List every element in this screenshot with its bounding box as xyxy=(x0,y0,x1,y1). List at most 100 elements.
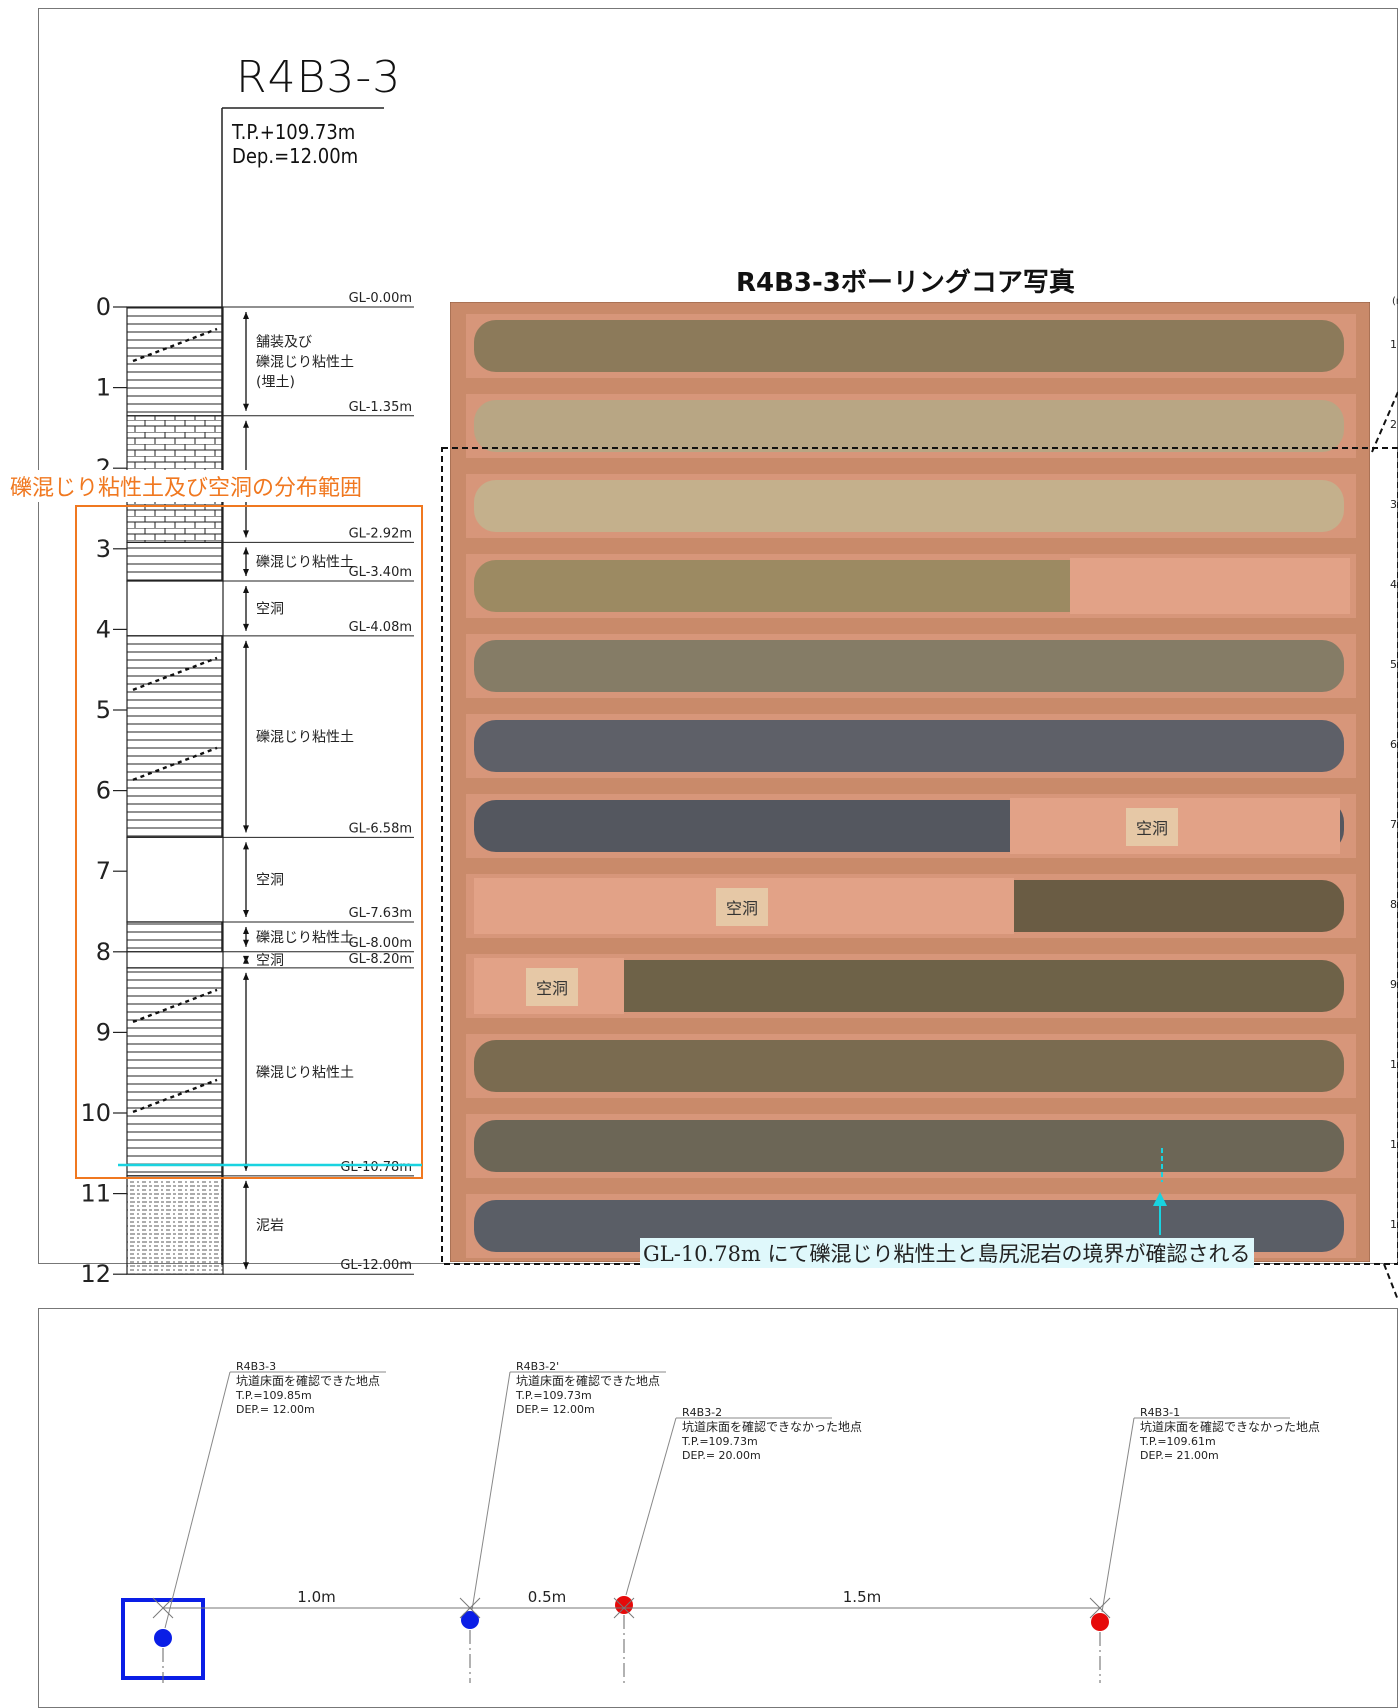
log-layer-fill xyxy=(126,1175,224,1275)
gl-label: GL-6.58m xyxy=(349,821,412,836)
scale-label: 0 xyxy=(96,293,111,321)
point-dep: DEP.= 21.00m xyxy=(1140,1449,1219,1462)
scale-label: 7 xyxy=(96,857,111,885)
right-depth-label: 9 xyxy=(1390,978,1397,991)
void-label: 空洞 xyxy=(536,979,568,998)
core-sample xyxy=(474,1120,1344,1172)
point-dep: DEP.= 20.00m xyxy=(682,1449,761,1462)
right-depth-label: 1 xyxy=(1390,338,1397,351)
scale-label: 9 xyxy=(96,1018,111,1046)
point-dep: DEP.= 12.00m xyxy=(516,1403,595,1416)
log-layer-fill xyxy=(126,921,224,953)
gl-label: GL-7.63m xyxy=(349,906,412,921)
gl-label: GL-8.20m xyxy=(349,952,412,967)
gl-label: GL-3.40m xyxy=(349,565,412,580)
log-layer-fill xyxy=(126,541,224,582)
right-depth-label: 8 xyxy=(1390,898,1397,911)
right-depth-label: 10 xyxy=(1390,1058,1398,1071)
layer-description: 泥岩 xyxy=(256,1218,284,1234)
core-sample xyxy=(474,960,1344,1012)
spacing-label: 0.5m xyxy=(528,1588,566,1606)
right-depth-label: 11 xyxy=(1390,1138,1398,1151)
scale-label: 11 xyxy=(80,1180,111,1208)
layer-description: (埋土) xyxy=(256,374,295,390)
gl-label: GL-8.00m xyxy=(349,936,412,951)
scale-label: 1 xyxy=(96,374,111,402)
scale-label: 5 xyxy=(96,696,111,724)
gl-label: GL-4.08m xyxy=(349,620,412,635)
right-depth-label: 12 xyxy=(1390,1218,1398,1231)
void-tag xyxy=(716,888,768,926)
gl-label: GL-10.78m xyxy=(340,1160,412,1175)
range-box xyxy=(75,505,423,1179)
right-depth-label: 5 xyxy=(1390,658,1397,671)
gl-label: GL-1.35m xyxy=(349,400,412,415)
log-meta: T.P.+109.73m Dep.=12.00m xyxy=(232,120,358,168)
gravel-mark xyxy=(132,988,218,1024)
boring-point-marker xyxy=(1091,1613,1109,1631)
right-depth-label: 2 xyxy=(1390,418,1397,431)
gravel-mark xyxy=(132,327,218,363)
layer-description: 礫混じり粘性土 xyxy=(256,730,354,746)
void-section xyxy=(1070,558,1350,614)
log-layer-fill xyxy=(126,306,224,417)
point-desc: 坑道床面を確認できなかった地点 xyxy=(1140,1419,1320,1434)
right-depth-label: 3 xyxy=(1390,498,1397,511)
point-desc: 坑道床面を確認できた地点 xyxy=(516,1373,660,1388)
boring-point-marker xyxy=(615,1596,633,1614)
point-name: R4B3-3 xyxy=(236,1360,276,1373)
core-sample xyxy=(474,1040,1344,1092)
core-sample xyxy=(474,640,1344,692)
scale-label: 10 xyxy=(80,1099,111,1127)
leader-line xyxy=(1101,1417,1135,1613)
log-layer-fill xyxy=(126,836,224,923)
gl-label: GL-12.00m xyxy=(340,1258,412,1273)
point-name: R4B3-2' xyxy=(516,1360,559,1373)
photo-range-box xyxy=(441,447,1398,1265)
scale-label: 4 xyxy=(96,615,111,643)
scale-label: 3 xyxy=(96,535,111,563)
core-sample xyxy=(474,480,1344,532)
point-desc: 坑道床面を確認できた地点 xyxy=(236,1373,380,1388)
log-elevation: T.P.+109.73m xyxy=(232,120,356,144)
point-dep: DEP.= 12.00m xyxy=(236,1403,315,1416)
core-box xyxy=(450,302,1370,1262)
log-title: R4B3-3 xyxy=(236,52,402,103)
void-tag xyxy=(1126,808,1178,846)
point-name: R4B3-1 xyxy=(1140,1406,1180,1419)
core-sample xyxy=(474,720,1344,772)
plan-view-panel xyxy=(38,1308,1398,1708)
log-layer-fill xyxy=(126,580,224,637)
spacing-label: 1.5m xyxy=(843,1588,881,1606)
boundary-note: GL-10.78m にて礫混じり粘性土と島尻泥岩の境界が確認される xyxy=(640,1238,1254,1268)
leader-line xyxy=(625,1417,677,1596)
void-tag xyxy=(526,968,578,1006)
point-name: R4B3-2 xyxy=(682,1406,722,1419)
layer-description: 舗装及び xyxy=(256,334,312,350)
point-desc: 坑道床面を確認できなかった地点 xyxy=(682,1419,862,1434)
core-sample xyxy=(474,320,1344,372)
layer-description: 空洞 xyxy=(256,601,284,617)
layer-description: 礫混じり粘性土 xyxy=(256,555,354,571)
range-label: 礫混じり粘性土及び空洞の分布範囲 xyxy=(8,470,365,502)
scale-label: 12 xyxy=(80,1260,111,1288)
point-tp: T.P.=109.61m xyxy=(1139,1435,1216,1448)
layer-description: 空洞 xyxy=(256,953,284,969)
void-label: 空洞 xyxy=(1136,819,1168,838)
leader-line xyxy=(164,1371,231,1629)
scale-label: 8 xyxy=(96,938,111,966)
gl-label: GL-2.92m xyxy=(349,526,412,541)
void-label: 空洞 xyxy=(726,899,758,918)
gl-label: GL-0.00m xyxy=(349,291,412,306)
log-layer-fill xyxy=(126,967,224,1177)
point-tp: T.P.=109.73m xyxy=(515,1389,592,1402)
arrow-icon xyxy=(1153,1192,1167,1206)
right-depth-label: 7 xyxy=(1390,818,1397,831)
gravel-mark xyxy=(132,746,218,781)
point-tp: T.P.=109.85m xyxy=(235,1389,312,1402)
annotation-overlay xyxy=(75,391,1398,1300)
right-depth-label: 4 xyxy=(1390,578,1397,591)
leader-line xyxy=(471,1371,511,1611)
